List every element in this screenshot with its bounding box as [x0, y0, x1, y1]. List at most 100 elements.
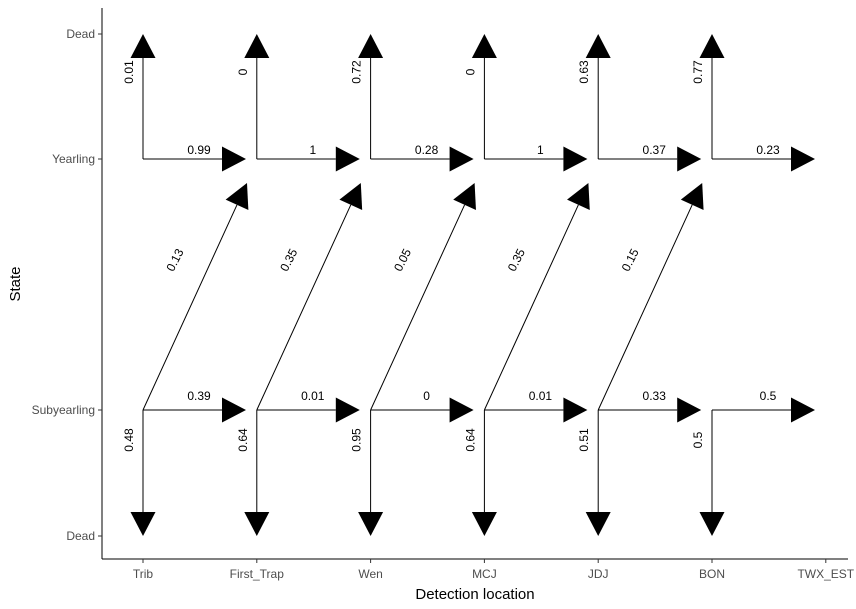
sub-to-yearling-arrow-4-head: [680, 183, 704, 211]
yearling-dead-label-5: 0.77: [691, 60, 705, 84]
x-tick-label-2: Wen: [358, 567, 382, 581]
sub-to-yearling-label-3: 0.35: [505, 246, 528, 273]
yearling-survive-arrow-3: [484, 146, 588, 172]
sub-dead-arrow-0-head: [130, 512, 156, 536]
sub-dead-arrow-1-head: [244, 512, 270, 536]
sub-survive-label-4: 0.33: [643, 389, 667, 403]
sub-survive-arrow-5-head: [791, 397, 815, 423]
x-tick-label-4: JDJ: [588, 567, 609, 581]
y-tick-label-0: Dead: [66, 529, 95, 543]
y-tick-label-3: Dead: [66, 27, 95, 41]
sub-survive-arrow-1-head: [335, 397, 360, 423]
sub-to-yearling-arrow-2-head: [453, 183, 476, 211]
sub-survive-label-2: 0: [423, 389, 430, 403]
sub-survive-label-0: 0.39: [187, 389, 211, 403]
yearling-dead-arrow-2-head: [358, 34, 384, 58]
sub-to-yearling-arrow-4: [597, 183, 704, 411]
sub-to-yearling-label-2: 0.05: [391, 246, 414, 273]
yearling-dead-arrow-4-head: [585, 34, 611, 58]
sub-survive-label-3: 0.01: [529, 389, 553, 403]
yearling-dead-arrow-1-head: [244, 34, 270, 58]
yearling-dead-arrow-2: [358, 34, 384, 159]
yearling-survive-arrow-1: [256, 146, 360, 172]
yearling-dead-label-2: 0.72: [350, 60, 364, 84]
y-axis-title: State: [7, 266, 24, 301]
axes: [101, 8, 848, 560]
sub-dead-arrow-5-head: [699, 512, 725, 536]
x-tick-label-6: TWX_EST: [797, 567, 854, 581]
sub-to-yearling-arrow-2-line: [370, 204, 466, 411]
yearling-survive-label-5: 0.23: [756, 143, 780, 157]
yearling-dead-label-0: 0.01: [122, 60, 136, 84]
transition-marks: 0.01 0.99 0.48 0.39 0.13 0 1 0.64 0.01 0.35 0.72 0.…: [122, 34, 815, 536]
sub-survive-arrow-3-head: [563, 397, 588, 423]
yearling-dead-arrow-3: [471, 34, 497, 159]
yearling-survive-arrow-4-head: [677, 146, 702, 172]
sub-to-yearling-label-0: 0.13: [163, 246, 186, 273]
yearling-dead-label-3: 0: [463, 68, 477, 75]
sub-dead-label-1: 0.64: [236, 428, 250, 452]
yearling-survive-arrow-4: [598, 146, 702, 172]
yearling-survive-label-0: 0.99: [187, 143, 211, 157]
sub-dead-label-2: 0.95: [350, 428, 364, 452]
yearling-dead-arrow-5-head: [699, 34, 725, 58]
sub-survive-arrow-3: [484, 397, 588, 423]
yearling-survive-arrow-0-head: [222, 146, 246, 172]
yearling-survive-label-2: 0.28: [415, 143, 439, 157]
y-tick-label-2: Yearling: [52, 152, 95, 166]
sub-dead-arrow-3: [471, 410, 497, 536]
yearling-survive-label-3: 1: [537, 143, 544, 157]
sub-survive-arrow-0-head: [222, 397, 246, 423]
sub-dead-arrow-4-head: [585, 512, 611, 536]
sub-dead-arrow-0: [130, 410, 156, 536]
yearling-dead-arrow-0: [130, 34, 156, 159]
sub-dead-label-4: 0.51: [577, 428, 591, 452]
yearling-dead-arrow-3-head: [471, 34, 497, 58]
sub-to-yearling-arrow-4-line: [597, 204, 693, 411]
sub-to-yearling-arrow-1-line: [256, 204, 352, 411]
sub-dead-arrow-5: [699, 410, 725, 536]
sub-dead-arrow-4: [585, 410, 611, 536]
sub-dead-label-0: 0.48: [122, 428, 136, 452]
yearling-survive-arrow-0: [143, 146, 246, 172]
x-tick-label-0: Trib: [133, 567, 154, 581]
yearling-survive-arrow-2-head: [449, 146, 474, 172]
yearling-survive-arrow-2: [370, 146, 474, 172]
yearling-dead-arrow-0-head: [130, 34, 156, 58]
x-tick-label-1: First_Trap: [230, 567, 285, 581]
sub-dead-arrow-2: [358, 410, 384, 536]
sub-survive-arrow-1: [256, 397, 360, 423]
sub-to-yearling-arrow-3: [483, 183, 590, 411]
y-tick-label-1: Subyearling: [32, 403, 95, 417]
x-axis-title: Detection location: [415, 586, 534, 603]
sub-dead-arrow-3-head: [471, 512, 497, 536]
yearling-survive-arrow-3-head: [563, 146, 588, 172]
sub-to-yearling-arrow-1: [256, 183, 363, 411]
sub-survive-arrow-4-head: [677, 397, 702, 423]
yearling-dead-arrow-1: [244, 34, 270, 159]
tick-marks: [98, 33, 827, 563]
sub-dead-label-5: 0.5: [691, 431, 705, 448]
yearling-survive-arrow-1-head: [335, 146, 360, 172]
sub-survive-arrow-4: [598, 397, 702, 423]
sub-survive-arrow-2: [370, 397, 474, 423]
sub-to-yearling-label-4: 0.15: [619, 246, 642, 273]
yearling-survive-label-1: 1: [309, 143, 316, 157]
sub-survive-arrow-0: [143, 397, 246, 423]
sub-dead-arrow-2-head: [358, 512, 384, 536]
sub-to-yearling-arrow-2: [370, 183, 476, 411]
sub-to-yearling-label-1: 0.35: [277, 246, 300, 273]
sub-dead-label-3: 0.64: [463, 428, 477, 452]
yearling-survive-label-4: 0.37: [643, 143, 667, 157]
sub-to-yearling-arrow-1-head: [339, 183, 363, 211]
x-tick-label-3: MCJ: [472, 567, 497, 581]
yearling-dead-arrow-5: [699, 34, 725, 159]
sub-to-yearling-arrow-0-head: [225, 183, 249, 211]
sub-to-yearling-arrow-3-head: [567, 183, 590, 211]
sub-survive-arrow-2-head: [449, 397, 474, 423]
yearling-survive-arrow-5: [712, 146, 815, 172]
yearling-dead-arrow-4: [585, 34, 611, 159]
sub-to-yearling-arrow-0: [142, 183, 249, 411]
